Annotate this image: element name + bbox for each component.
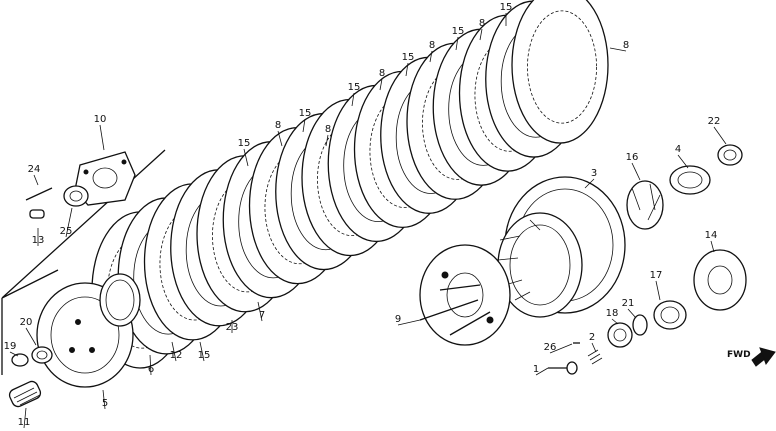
part-label-p22: 22	[708, 116, 721, 127]
leader-line-p19	[9, 351, 19, 357]
leader-line-p8e	[325, 134, 329, 147]
part-label-p24: 24	[28, 164, 41, 175]
leader-line-p15c	[405, 62, 409, 77]
leader-line-p25	[65, 207, 73, 238]
part-label-p2: 2	[589, 332, 595, 343]
part-label-p15g: 15	[198, 350, 211, 361]
washer-18	[607, 322, 633, 348]
friction-disc	[511, 0, 609, 144]
leader-line-p8c	[429, 50, 433, 63]
leader-line-p3	[584, 178, 595, 189]
leader-line-p9	[397, 319, 421, 326]
leader-line-p20	[25, 327, 37, 346]
part-label-p15b: 15	[452, 26, 465, 37]
bushing-22	[717, 144, 743, 166]
part-label-p20: 20	[20, 317, 33, 328]
part-label-p8b: 8	[479, 18, 485, 29]
part-label-p18: 18	[606, 308, 619, 319]
fwd-arrow-icon	[751, 347, 776, 367]
leader-line-p1	[535, 367, 549, 376]
part-label-p8e: 8	[325, 124, 331, 135]
leader-line-p4	[677, 154, 689, 169]
leader-line-p15b	[455, 36, 459, 51]
leader-line-p5	[102, 389, 106, 410]
part-label-p3: 3	[591, 168, 597, 179]
part-label-p16: 16	[626, 152, 639, 163]
part-label-p15f: 15	[238, 138, 251, 149]
leader-line-p15e	[302, 118, 306, 133]
part-label-p14: 14	[705, 230, 718, 241]
leader-line-p6	[149, 354, 152, 376]
leader-line-p11	[23, 407, 27, 429]
part-label-p7: 7	[259, 310, 265, 321]
leader-line-p24	[33, 174, 39, 186]
leader-line-p8b	[479, 28, 483, 41]
leader-line-p12	[171, 341, 177, 362]
part-label-p25: 25	[60, 226, 73, 237]
leader-line-p2	[591, 342, 597, 353]
part-label-p8d: 8	[379, 68, 385, 79]
leader-line-p14	[710, 240, 715, 253]
part-label-p15a: 15	[500, 2, 513, 13]
leader-line-p22	[713, 126, 727, 145]
bolt-1	[548, 361, 578, 375]
leader-line-p8d	[379, 78, 383, 91]
leader-line-p15f	[243, 148, 249, 167]
drive-plate-9	[419, 244, 511, 346]
lifter-plate	[25, 151, 136, 219]
part-label-p15e: 15	[299, 108, 312, 119]
clutch-outer	[497, 176, 626, 318]
gear-14	[693, 249, 747, 311]
washer-21	[632, 314, 648, 336]
fwd-label: FWD	[727, 350, 751, 360]
clutch-disc-stack	[91, 0, 609, 369]
part-label-p8a: 8	[623, 40, 629, 51]
bracket-outline	[1, 149, 166, 375]
part-label-p8c: 8	[429, 40, 435, 51]
bushing-17	[653, 300, 687, 330]
leader-line-p16	[631, 162, 641, 181]
leader-line-p18	[611, 318, 619, 325]
part-label-p11: 11	[18, 417, 31, 428]
part-label-p15d: 15	[348, 82, 361, 93]
spring-and-bolt	[8, 346, 53, 408]
leader-line-p8f	[277, 130, 283, 147]
leader-line-p15g	[199, 341, 205, 362]
leader-line-p26a	[549, 343, 573, 354]
part-label-p21: 21	[622, 298, 635, 309]
part-label-p10: 10	[94, 114, 107, 125]
part-label-p19: 19	[4, 341, 17, 352]
part-label-p8f: 8	[275, 120, 281, 131]
part-label-p12: 12	[170, 350, 183, 361]
part-label-p15c: 15	[402, 52, 415, 63]
spring-2	[587, 349, 603, 365]
leader-line-p8a	[609, 47, 627, 52]
disc-inner-teeth	[527, 10, 597, 124]
collar-4	[669, 165, 711, 195]
part-label-p4: 4	[675, 144, 681, 155]
part-label-p26a: 26	[544, 342, 557, 353]
part-label-p1: 1	[533, 364, 539, 375]
part-label-p5: 5	[102, 398, 108, 409]
primary-gear-16	[626, 180, 664, 230]
leader-line-p17	[655, 280, 661, 301]
part-label-p9: 9	[395, 314, 401, 325]
leader-line-p21	[627, 308, 637, 319]
leader-line-p7	[257, 301, 263, 322]
leader-line-p10	[99, 124, 105, 151]
leader-line-p15d	[351, 92, 355, 107]
pressure-plate	[36, 273, 141, 388]
part-label-p17: 17	[650, 270, 663, 281]
leader-lines	[9, 13, 727, 429]
